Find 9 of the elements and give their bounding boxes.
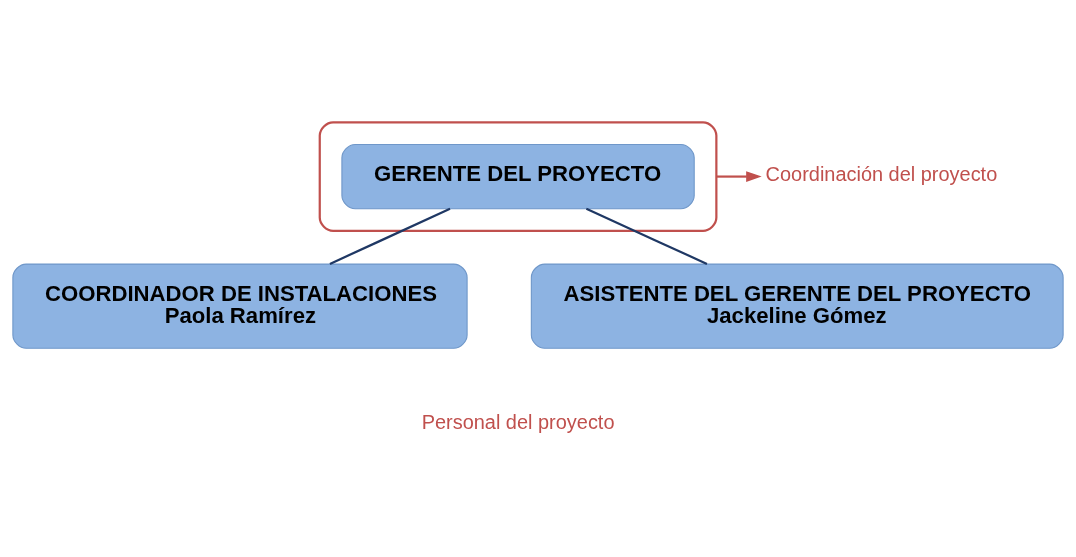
connector — [329, 207, 451, 265]
node-text: Coordinación del proyecto — [765, 163, 998, 186]
arrow — [716, 171, 762, 183]
connector — [585, 207, 708, 265]
node-box: GERENTE DEL PROYECTO — [341, 143, 695, 210]
node-box: COORDINADOR DE INSTALACIONES Paola Ramírez — [12, 263, 468, 349]
cluster — [318, 121, 718, 232]
node-box: ASISTENTE DEL GERENTE DEL PROYECTO Jackeline Gómez — [530, 263, 1064, 349]
label: Personal del proyecto — [421, 410, 615, 433]
